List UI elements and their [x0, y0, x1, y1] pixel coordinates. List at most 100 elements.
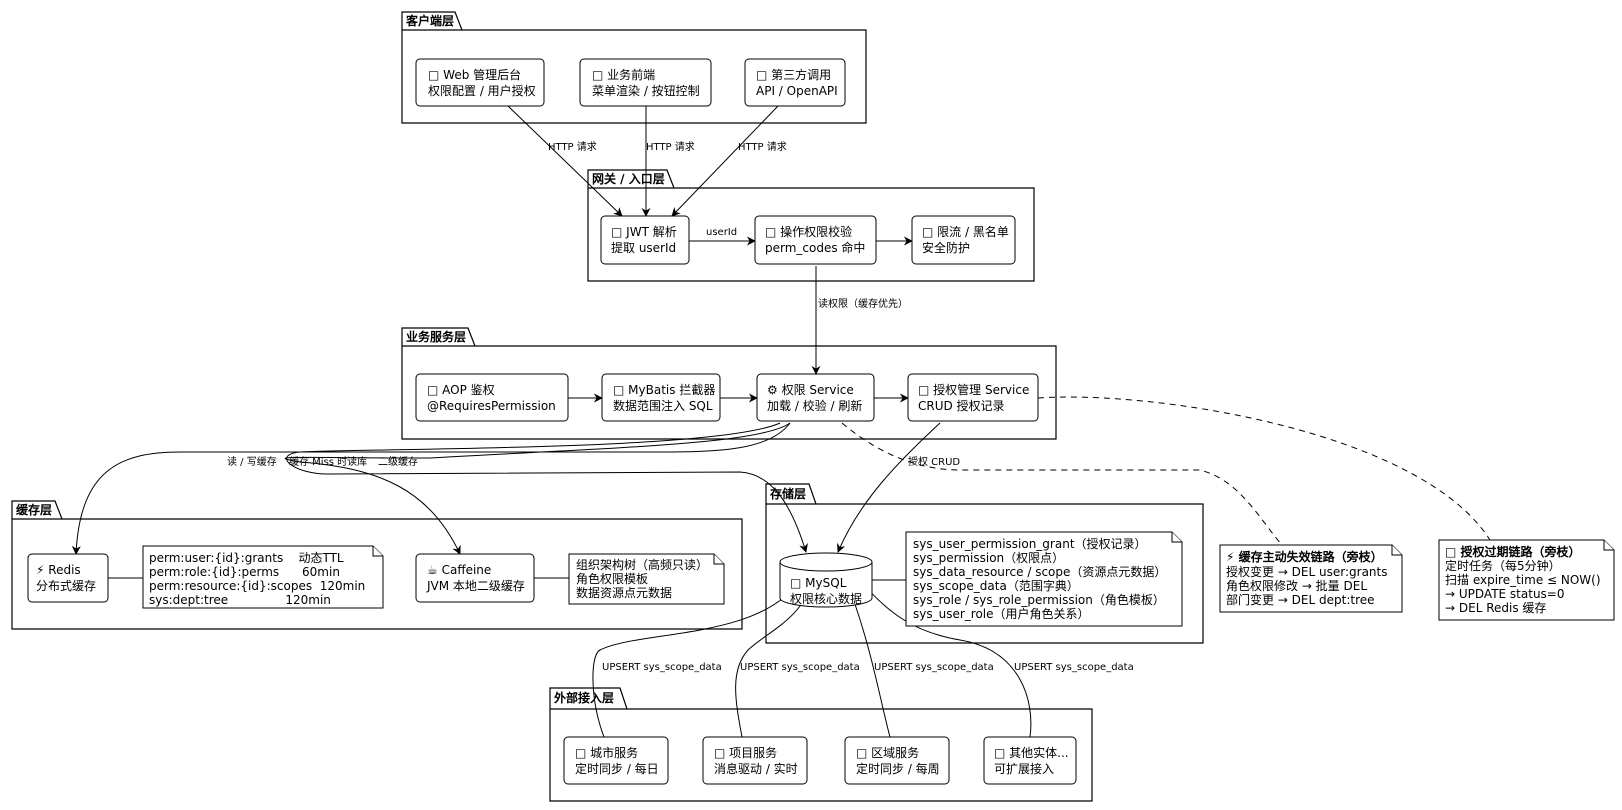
node-ratelimit: □ 限流 / 黑名单 安全防护	[911, 215, 1016, 265]
lightning-icon: ⚡	[1226, 550, 1234, 564]
package-title-cache: 缓存层	[16, 502, 52, 517]
svg-text:定时同步 / 每周: 定时同步 / 每周	[856, 761, 940, 776]
svg-text:可扩展接入: 可扩展接入	[994, 761, 1054, 776]
svg-text:定时同步 / 每日: 定时同步 / 每日	[575, 761, 659, 776]
package-title-storage: 存储层	[769, 486, 806, 501]
svg-text:perm_codes 命中: perm_codes 命中	[765, 240, 865, 255]
edges	[71, 105, 1491, 738]
edge-label-cache-miss: 缓存 Miss 时读库	[289, 455, 367, 468]
node-other: □ 其他实体... 可扩展接入	[983, 736, 1077, 785]
node-mybatis: □ MyBatis 拦截器 数据范围注入 SQL	[601, 373, 721, 422]
missing-glyph-icon: □	[765, 225, 776, 239]
node-web-admin: □ Web 管理后台 权限配置 / 用户授权	[415, 58, 545, 107]
svg-text:□ MySQL: □ MySQL	[790, 576, 847, 590]
package-external: 外部接入层	[549, 687, 1093, 802]
svg-text:扫描 expire_time ≤ NOW(): 扫描 expire_time ≤ NOW()	[1445, 573, 1601, 587]
node-region: □ 区域服务 定时同步 / 每周	[844, 736, 950, 785]
edge-label-grant-crud: 授权 CRUD	[908, 455, 960, 468]
svg-text:sys_permission（权限点）: sys_permission（权限点）	[913, 551, 1064, 565]
svg-text:分布式缓存: 分布式缓存	[36, 579, 96, 593]
svg-text:CRUD 授权记录: CRUD 授权记录	[918, 398, 1005, 413]
svg-text:提取 userId: 提取 userId	[611, 240, 676, 255]
svg-text:JVM 本地二级缓存: JVM 本地二级缓存	[426, 579, 525, 593]
missing-glyph-icon: □	[756, 68, 767, 82]
svg-text:@RequiresPermission: @RequiresPermission	[427, 399, 556, 413]
edge-other-to-mysql	[857, 579, 1032, 738]
gear-icon: ⚙	[767, 383, 778, 397]
edge-label-upsert-3: UPSERT sys_scope_data	[874, 662, 994, 673]
edge-service-to-redis	[71, 422, 791, 555]
missing-glyph-icon: □	[592, 68, 603, 82]
edge-labels: HTTP 请求 HTTP 请求 HTTP 请求 userId 读权限（缓存优先）…	[227, 140, 1134, 673]
svg-text:⚡ Redis: ⚡ Redis	[36, 563, 81, 577]
edge-service-to-mysql	[286, 422, 808, 553]
node-perm-service: ⚙ 权限 Service 加载 / 校验 / 刷新	[756, 373, 875, 422]
missing-glyph-icon: □	[714, 746, 725, 760]
node-aop: □ AOP 鉴权 @RequiresPermission	[415, 373, 569, 422]
svg-text:□ 授权过期链路（旁枝）: □ 授权过期链路（旁枝）	[1445, 544, 1581, 559]
edge-label-http-1: HTTP 请求	[548, 140, 597, 153]
svg-text:perm:role:{id}:perms 60mi: perm:role:{id}:perms 60min	[149, 565, 340, 579]
edge-grant-to-expiry	[1037, 396, 1491, 541]
svg-text:⚡ 缓存主动失效链路（旁枝）: ⚡ 缓存主动失效链路（旁枝）	[1226, 549, 1383, 564]
package-title-gateway: 网关 / 入口层	[592, 171, 665, 186]
missing-glyph-icon: □	[427, 383, 438, 397]
node-mysql: □ MySQL 权限核心数据	[779, 552, 873, 608]
note-grant-expiry: □ 授权过期链路（旁枝） 定时任务（每5分钟） 扫描 expire_time ≤…	[1438, 539, 1615, 621]
svg-text:□ 操作权限校验: □ 操作权限校验	[765, 224, 852, 239]
node-redis: ⚡ Redis 分布式缓存	[27, 553, 109, 603]
svg-text:☕ Caffeine: ☕ Caffeine	[427, 563, 491, 577]
svg-text:数据范围注入 SQL: 数据范围注入 SQL	[613, 398, 713, 413]
package-title-external: 外部接入层	[554, 690, 614, 705]
svg-text:sys_role / sys_role_permission: sys_role / sys_role_permission（角色模板）	[913, 593, 1165, 607]
svg-text:角色权限修改 → 批量 DEL: 角色权限修改 → 批量 DEL	[1226, 578, 1367, 593]
coffee-icon: ☕	[427, 563, 438, 577]
svg-text:消息驱动 / 实时: 消息驱动 / 实时	[714, 761, 798, 776]
svg-text:定时任务（每5分钟）: 定时任务（每5分钟）	[1445, 558, 1561, 573]
svg-text:sys:dept:tree 12: sys:dept:tree 120min	[149, 593, 331, 607]
missing-glyph-icon: □	[428, 68, 439, 82]
edge-grant-to-mysql	[837, 422, 941, 553]
edge-label-upsert-1: UPSERT sys_scope_data	[602, 662, 722, 673]
svg-text:授权变更 → DEL user:grants: 授权变更 → DEL user:grants	[1226, 564, 1387, 579]
svg-text:权限配置 / 用户授权: 权限配置 / 用户授权	[428, 83, 536, 98]
svg-text:□ 授权管理 Service: □ 授权管理 Service	[918, 382, 1029, 397]
missing-glyph-icon: □	[856, 746, 867, 760]
edge-city-to-mysql	[592, 579, 801, 738]
svg-text:perm:user:{id}:grants 动态TTL: perm:user:{id}:grants 动态TTL	[149, 551, 344, 565]
svg-text:□ 项目服务: □ 项目服务	[714, 745, 777, 760]
missing-glyph-icon: □	[575, 746, 586, 760]
node-third-party: □ 第三方调用 API / OpenAPI	[744, 58, 846, 107]
edge-web-to-jwt	[507, 105, 623, 217]
missing-glyph-icon: □	[790, 576, 801, 590]
svg-text:API / OpenAPI: API / OpenAPI	[756, 84, 838, 98]
svg-text:sys_user_permission_grant（授权记录: sys_user_permission_grant（授权记录）	[913, 536, 1147, 551]
svg-text:权限核心数据: 权限核心数据	[790, 591, 862, 606]
lightning-icon: ⚡	[36, 563, 44, 577]
edge-project-to-mysql	[735, 579, 816, 738]
node-op-check: □ 操作权限校验 perm_codes 命中	[754, 215, 877, 265]
note-mysql-tables: sys_user_permission_grant（授权记录） sys_perm…	[905, 531, 1183, 627]
svg-text:菜单渲染 / 按钮控制: 菜单渲染 / 按钮控制	[592, 83, 700, 98]
svg-text:角色权限模板: 角色权限模板	[576, 572, 648, 586]
svg-text:→ UPDATE status=0: → UPDATE status=0	[1445, 587, 1564, 601]
svg-text:□ 其他实体...: □ 其他实体...	[994, 745, 1069, 760]
svg-text:安全防护: 安全防护	[922, 240, 970, 255]
svg-text:sys_data_resource / scope（资源点元: sys_data_resource / scope（资源点元数据）	[913, 564, 1166, 579]
svg-text:部门变更 → DEL dept:tree: 部门变更 → DEL dept:tree	[1226, 592, 1375, 607]
missing-glyph-icon: □	[918, 383, 929, 397]
svg-text:数据资源点元数据: 数据资源点元数据	[576, 585, 672, 600]
node-biz-front: □ 业务前端 菜单渲染 / 按钮控制	[579, 58, 712, 107]
svg-text:□ 业务前端: □ 业务前端	[592, 67, 655, 82]
node-project: □ 项目服务 消息驱动 / 实时	[702, 736, 808, 785]
edge-service-to-caffeine	[284, 422, 791, 555]
missing-glyph-icon: □	[994, 746, 1005, 760]
missing-glyph-icon: □	[613, 383, 624, 397]
package-title-service: 业务服务层	[406, 329, 466, 344]
svg-text:sys_scope_data（范围字典）: sys_scope_data（范围字典）	[913, 578, 1079, 593]
node-jwt: □ JWT 解析 提取 userId	[600, 215, 690, 265]
svg-text:perm:resource:{id}:scopes 120: perm:resource:{id}:scopes 120min	[149, 579, 365, 593]
svg-text:□ 区域服务: □ 区域服务	[856, 745, 919, 760]
svg-text:□ 第三方调用: □ 第三方调用	[756, 67, 831, 82]
